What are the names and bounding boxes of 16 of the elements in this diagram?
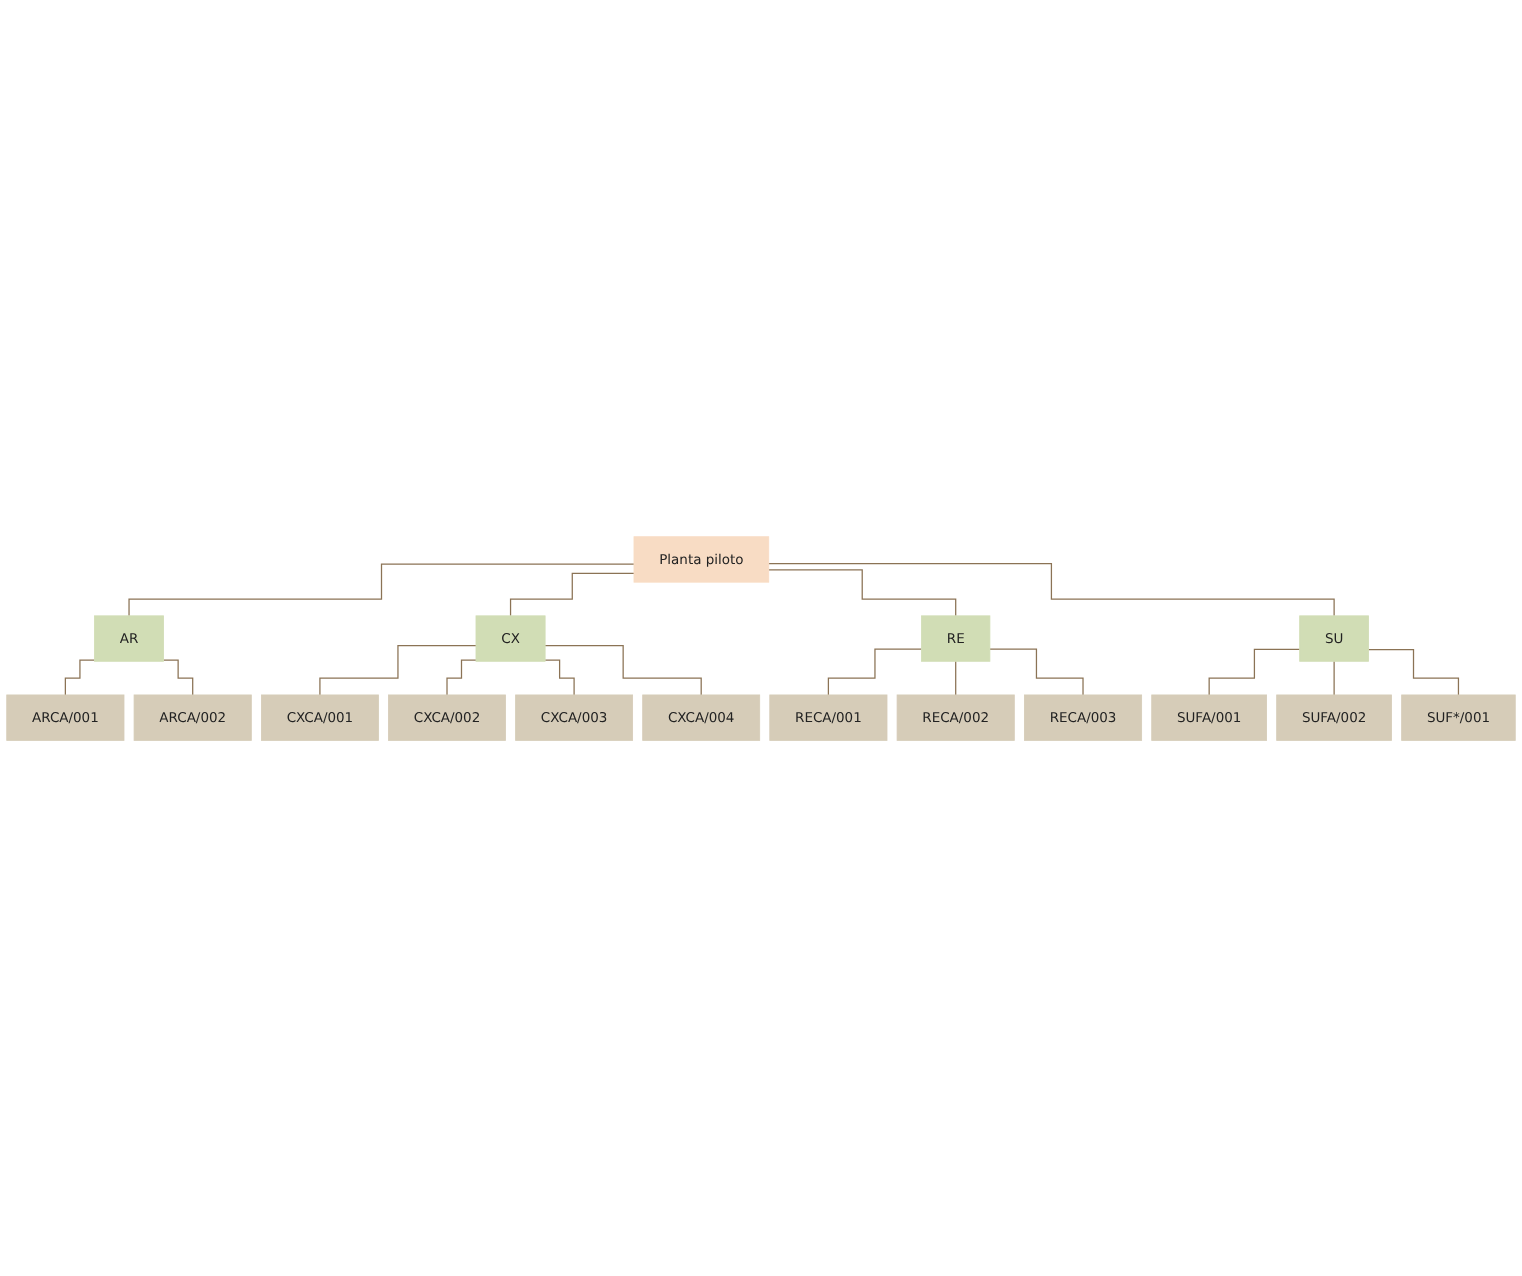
connector xyxy=(827,648,923,695)
connector xyxy=(989,648,1084,695)
connector xyxy=(544,658,575,695)
connector xyxy=(1208,648,1301,695)
connector xyxy=(768,562,1335,616)
connector xyxy=(446,658,477,695)
connector xyxy=(1333,660,1335,695)
connector xyxy=(64,658,96,695)
connector xyxy=(509,572,635,616)
connector xyxy=(955,660,957,695)
connector xyxy=(128,562,635,616)
connector xyxy=(1367,648,1460,695)
connector xyxy=(768,568,957,616)
connector xyxy=(319,644,477,695)
connector xyxy=(162,658,194,695)
connector xyxy=(544,644,702,695)
